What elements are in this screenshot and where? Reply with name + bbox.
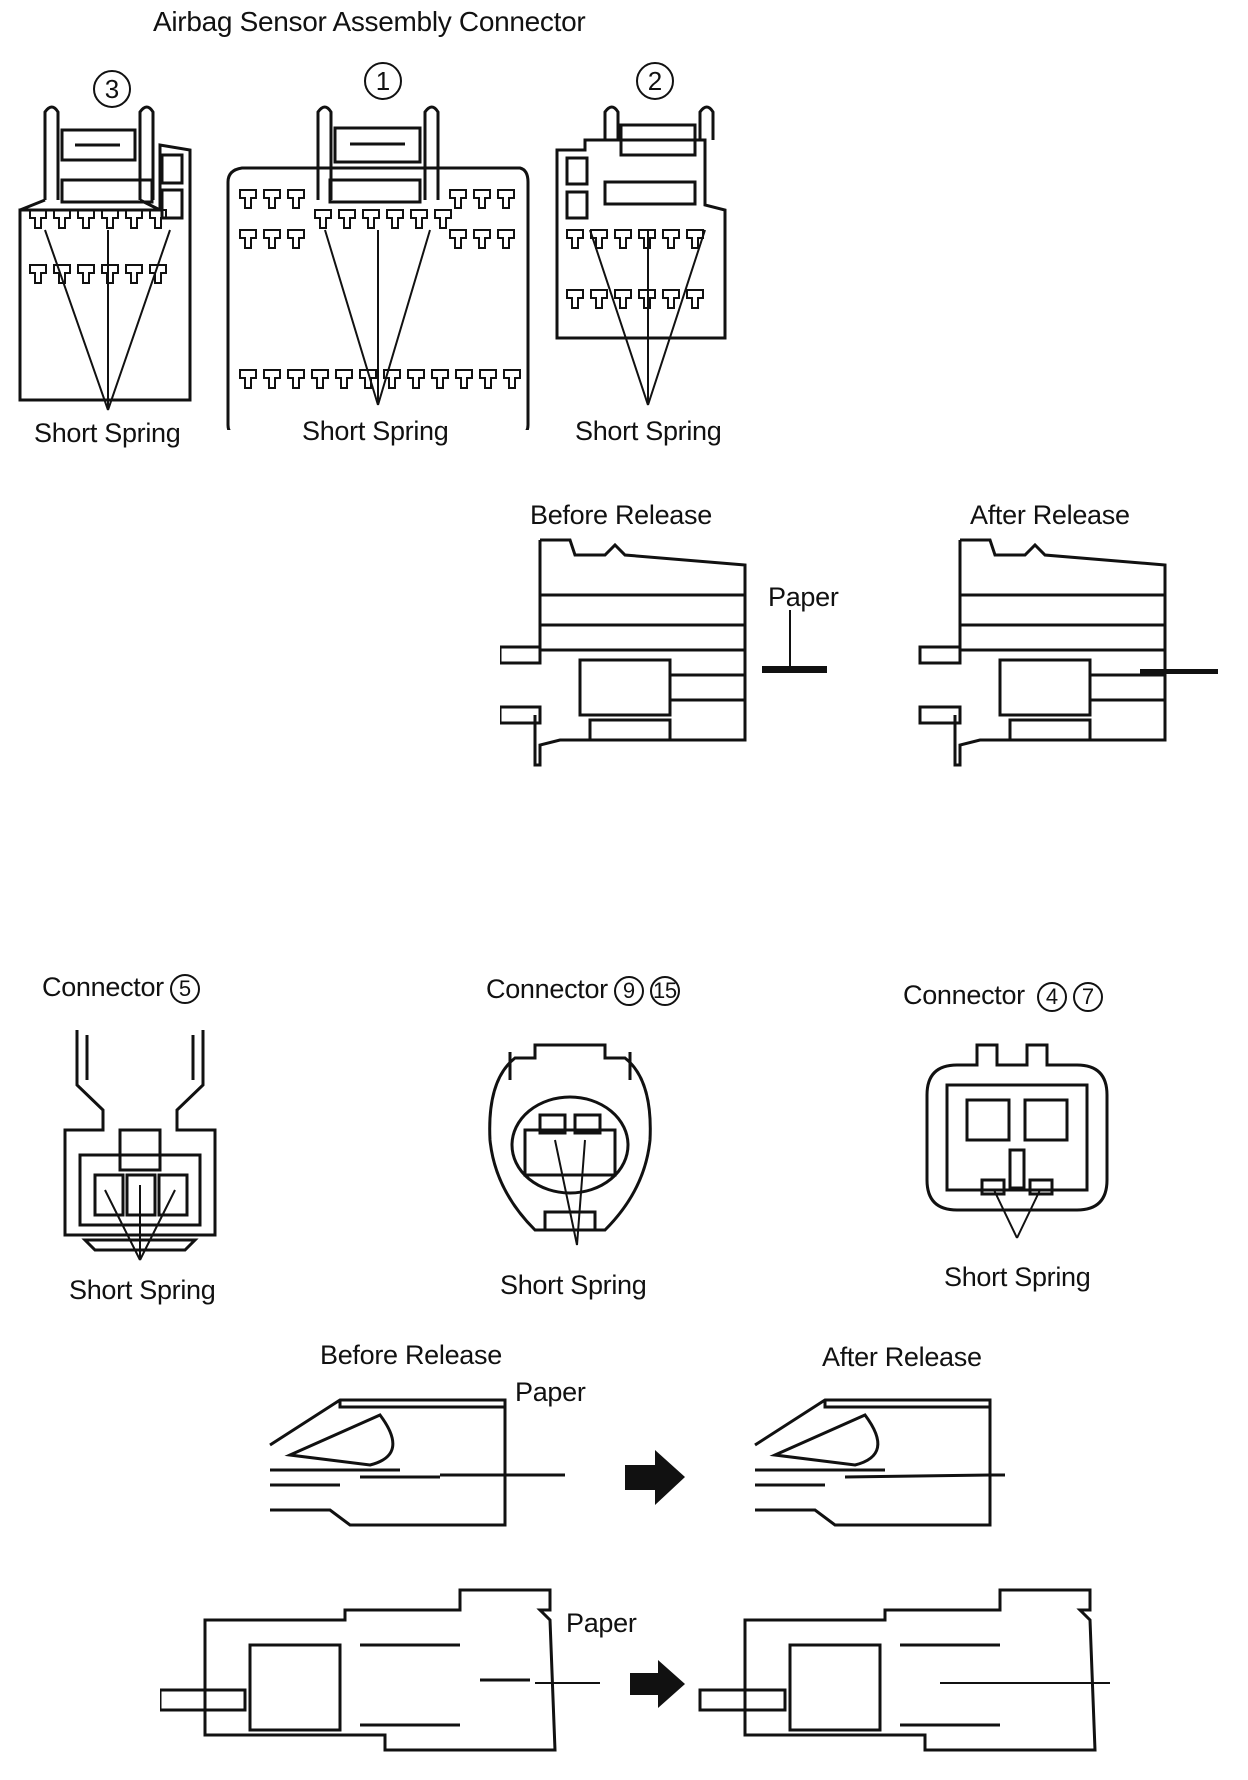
connector-5-drawing — [63, 1030, 217, 1261]
terminal-pin — [359, 369, 377, 389]
terminal-pin — [503, 369, 521, 389]
terminal-pin — [53, 264, 71, 284]
paper-label-1: Paper — [768, 582, 839, 612]
before-release-label-2: Before Release — [320, 1340, 502, 1370]
terminal-pin — [662, 289, 680, 309]
terminal-pin — [362, 209, 380, 229]
connector-3-body — [18, 105, 192, 402]
connector-2-drawing — [555, 105, 727, 340]
release-diagram-spring — [269, 1398, 1005, 1527]
terminal-pin — [686, 229, 704, 249]
diagram-title: Airbag Sensor Assembly Connector — [153, 6, 586, 37]
terminal-pin — [125, 264, 143, 284]
short-spring-label-c1: Short Spring — [302, 416, 449, 446]
terminal-pin — [77, 264, 95, 284]
terminal-pin — [239, 229, 257, 249]
short-spring-label-c4-7: Short Spring — [944, 1262, 1091, 1292]
terminal-pin — [239, 189, 257, 209]
terminal-pin — [287, 369, 305, 389]
paper-label-3: Paper — [566, 1608, 637, 1638]
terminal-pin — [101, 209, 119, 229]
release-diagram-connector — [160, 1588, 1110, 1752]
terminal-pin — [566, 289, 584, 309]
terminal-pin — [473, 189, 491, 209]
terminal-pin — [614, 289, 632, 309]
after-release-label-2: After Release — [822, 1342, 982, 1372]
short-spring-pointers-top — [44, 229, 706, 411]
terminal-pin — [314, 209, 332, 229]
terminal-pin — [263, 369, 281, 389]
terminal-pin — [239, 369, 257, 389]
terminal-pin — [125, 209, 143, 229]
connector-1-body — [226, 105, 530, 430]
terminal-pin — [590, 289, 608, 309]
terminal-pin — [407, 369, 425, 389]
short-spring-label-c9-15: Short Spring — [500, 1270, 647, 1300]
short-spring-label-c3: Short Spring — [34, 418, 181, 448]
terminal-pin — [263, 229, 281, 249]
short-spring-label-c2: Short Spring — [575, 416, 722, 446]
terminal-pin — [449, 229, 467, 249]
terminal-pin — [614, 229, 632, 249]
terminal-pin — [566, 229, 584, 249]
terminal-pin — [497, 189, 515, 209]
after-release-label-1: After Release — [970, 500, 1130, 530]
terminal-pin — [77, 209, 95, 229]
connector-2-number: 2 — [636, 62, 674, 100]
connector-1-number: 1 — [364, 62, 402, 100]
connector-3-number: 3 — [93, 70, 131, 108]
terminal-pin — [410, 209, 428, 229]
terminal-pin — [686, 289, 704, 309]
terminal-pin — [149, 209, 167, 229]
terminal-pin — [479, 369, 497, 389]
before-release-label-1: Before Release — [530, 500, 712, 530]
terminal-pin — [638, 229, 656, 249]
terminal-pin — [149, 264, 167, 284]
terminal-pin — [434, 209, 452, 229]
terminal-pin — [662, 229, 680, 249]
terminal-pin — [335, 369, 353, 389]
terminal-pin — [638, 289, 656, 309]
terminal-pin — [449, 189, 467, 209]
paper-label-2: Paper — [515, 1377, 586, 1407]
terminal-pin — [29, 209, 47, 229]
terminal-pin — [101, 264, 119, 284]
release-diagram-sensor — [500, 538, 1218, 767]
terminal-pin — [386, 209, 404, 229]
airbag-sensor-connectors-drawing — [18, 105, 530, 430]
terminal-pin — [431, 369, 449, 389]
terminal-pin — [338, 209, 356, 229]
connector-4-7-drawing — [925, 1043, 1109, 1239]
terminal-pin — [287, 229, 305, 249]
short-spring-label-c5: Short Spring — [69, 1275, 216, 1305]
terminal-pin — [473, 229, 491, 249]
connector-9-15-drawing — [488, 1043, 652, 1246]
terminal-pin — [455, 369, 473, 389]
terminal-pin — [497, 229, 515, 249]
terminal-pin — [29, 264, 47, 284]
terminal-pin — [263, 189, 281, 209]
terminal-pin — [311, 369, 329, 389]
terminal-pin — [53, 209, 71, 229]
terminal-pin — [287, 189, 305, 209]
